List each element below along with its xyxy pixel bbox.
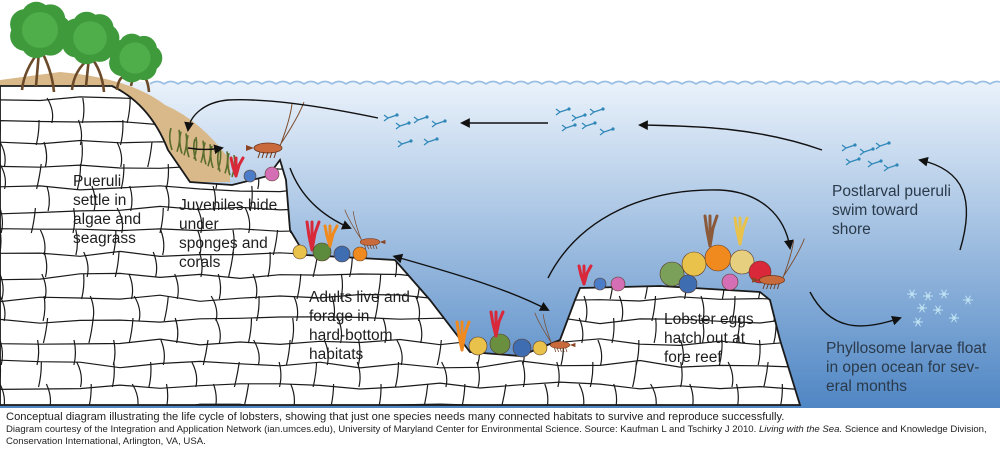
caption-credit-a: Diagram courtesy of the Integration and …	[6, 424, 759, 435]
arrow-icon	[392, 253, 550, 311]
diagram-scene	[0, 1, 1000, 408]
caption-credit-b: Science and Knowledge Division,	[842, 424, 987, 435]
arrow-icon	[289, 167, 352, 230]
rock-substrate	[0, 85, 802, 406]
mangrove-tree-icon	[62, 11, 120, 93]
label-phyllosome-larvae: Phyllosome larvae float in open ocean fo…	[826, 340, 987, 395]
caption-credit: Diagram courtesy of the Integration and …	[6, 424, 996, 447]
puerulus-icon	[383, 107, 899, 172]
arrow-icon	[184, 99, 379, 132]
mangrove-trees	[10, 1, 163, 93]
phyllosome-icon	[907, 289, 973, 327]
arrow-icon	[809, 291, 902, 327]
sea-surface	[149, 80, 1000, 85]
arrow-icon	[638, 120, 823, 151]
label-juveniles-hide: Juveniles hide under sponges and corals	[179, 197, 278, 271]
arrow-icon	[547, 189, 794, 279]
label-lobster-eggs: Lobster eggs hatch out at fore reef	[664, 311, 754, 366]
life-cycle-arrows	[184, 99, 968, 327]
arrow-icon	[187, 144, 224, 155]
coral-icon	[229, 156, 772, 358]
lobster-icon	[246, 101, 805, 353]
label-adults-live: Adults live and forage in hard-bottom ha…	[309, 289, 410, 363]
caption-credit-c: Conservation International, Arlington, V…	[6, 435, 206, 447]
caption-credit-title: Living with the Sea.	[758, 424, 843, 435]
figure-caption: Conceptual diagram illustrating the life…	[6, 411, 996, 447]
arrow-icon	[918, 156, 968, 251]
sandy-beach	[0, 72, 230, 182]
label-postlarval-pueruli: Postlarval pueruli swim toward shore	[832, 183, 951, 238]
mangrove-tree-icon	[109, 33, 163, 93]
label-pueruli-settle: Pueruli settle in algae and seagrass	[73, 173, 142, 247]
caption-main: Conceptual diagram illustrating the life…	[6, 411, 785, 423]
